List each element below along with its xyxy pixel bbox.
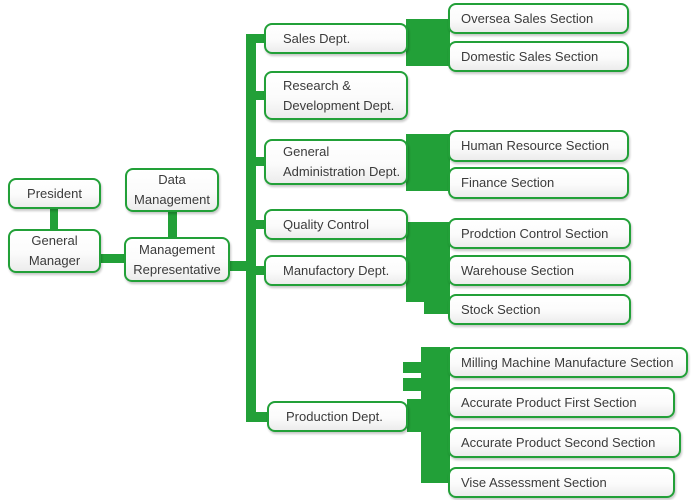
node-accurate-product-first-section: Accurate Product First Section	[448, 387, 675, 418]
connector-data-management-management-representative	[168, 211, 177, 238]
node-president-label: President	[27, 185, 82, 201]
node-oversea-sales-section-label: Oversea Sales Section	[461, 10, 594, 26]
node-finance-section-label: Finance Section	[461, 175, 555, 190]
node-human-resource-section-label: Human Resource Section	[461, 138, 610, 153]
node-general-administration-dept-label-line2: Administration Dept.	[283, 164, 401, 179]
connector-general-manager-management-representative	[100, 254, 125, 263]
node-manufactory-dept: Manufactory Dept.	[264, 255, 408, 286]
node-general-administration-dept: General Administration Dept.	[264, 139, 408, 185]
node-management-representative: Management Representative	[124, 237, 230, 282]
connector-trunk-quality-control	[254, 220, 266, 229]
node-production-dept-label: Production Dept.	[286, 408, 383, 424]
node-rd-dept: Research & Development Dept.	[264, 71, 408, 120]
node-milling-machine-manufacture-section: Milling Machine Manufacture Section	[448, 347, 688, 378]
connector-block-manufactory-sections	[406, 222, 450, 302]
node-accurate-product-second-section: Accurate Product Second Section	[448, 427, 681, 458]
connector-block-production-vertical	[421, 347, 450, 483]
node-management-representative-label-line2: Representative	[133, 261, 221, 277]
node-stock-section-label: Stock Section	[461, 301, 541, 317]
node-data-management-label-line1: Data	[158, 172, 186, 187]
node-oversea-sales-section: Oversea Sales Section	[448, 3, 629, 34]
connector-trunk-rd-dept	[254, 91, 266, 100]
connector-president-general-manager	[50, 208, 58, 230]
node-general-manager-label-line1: General	[31, 233, 78, 248]
node-domestic-sales-section-label: Domestic Sales Section	[461, 48, 599, 64]
node-general-manager-label-line2: Manager	[28, 253, 81, 268]
node-domestic-sales-section: Domestic Sales Section	[448, 41, 629, 72]
node-quality-control: Quality Control	[264, 209, 408, 240]
node-management-representative-label-line1: Management	[139, 241, 215, 257]
node-finance-section: Finance Section	[448, 167, 629, 199]
node-general-administration-dept-label-line1: General	[283, 144, 330, 159]
connector-block-sales-sections	[406, 19, 450, 66]
connector-management-representative-trunk	[229, 261, 249, 271]
node-vise-assessment-section-label: Vise Assessment Section	[461, 474, 607, 490]
connector-trunk-vertical	[246, 34, 256, 422]
node-manufactory-dept-label: Manufactory Dept.	[283, 262, 390, 278]
connector-block-admin-sections	[406, 134, 450, 191]
node-stock-section: Stock Section	[448, 294, 631, 325]
node-accurate-product-first-section-label: Accurate Product First Section	[461, 394, 637, 410]
node-vise-assessment-section: Vise Assessment Section	[448, 467, 675, 498]
node-human-resource-section: Human Resource Section	[448, 130, 629, 162]
node-warehouse-section: Warehouse Section	[448, 255, 631, 286]
node-production-dept: Production Dept.	[267, 401, 408, 432]
node-rd-dept-label-line2: Development Dept.	[283, 97, 395, 113]
node-quality-control-label: Quality Control	[283, 216, 369, 232]
node-data-management: Data Management	[125, 168, 219, 212]
node-prodction-control-section-label: Prodction Control Section	[461, 225, 609, 241]
node-president: President	[8, 178, 101, 209]
node-sales-dept: Sales Dept.	[264, 23, 408, 54]
connector-block-production-stub-upper	[403, 362, 423, 373]
node-sales-dept-label: Sales Dept.	[283, 30, 351, 46]
node-prodction-control-section: Prodction Control Section	[448, 218, 631, 249]
connector-block-production-bridge	[407, 399, 423, 432]
connector-trunk-sales-dept	[246, 34, 266, 43]
connector-trunk-manufactory-dept	[254, 266, 266, 275]
node-milling-machine-manufacture-section-label: Milling Machine Manufacture Section	[461, 354, 674, 370]
node-warehouse-section-label: Warehouse Section	[461, 262, 574, 278]
node-rd-dept-label-line1: Research &	[283, 77, 351, 93]
node-data-management-label-line2: Management	[134, 192, 210, 207]
connector-trunk-general-administration-dept	[254, 157, 266, 166]
connector-block-production-stub-lower	[403, 378, 423, 391]
node-accurate-product-second-section-label: Accurate Product Second Section	[461, 434, 656, 450]
node-general-manager: General Manager	[8, 229, 101, 273]
connector-trunk-production-dept	[246, 412, 269, 422]
connector-block-manufactory-stock-ext	[424, 300, 450, 314]
